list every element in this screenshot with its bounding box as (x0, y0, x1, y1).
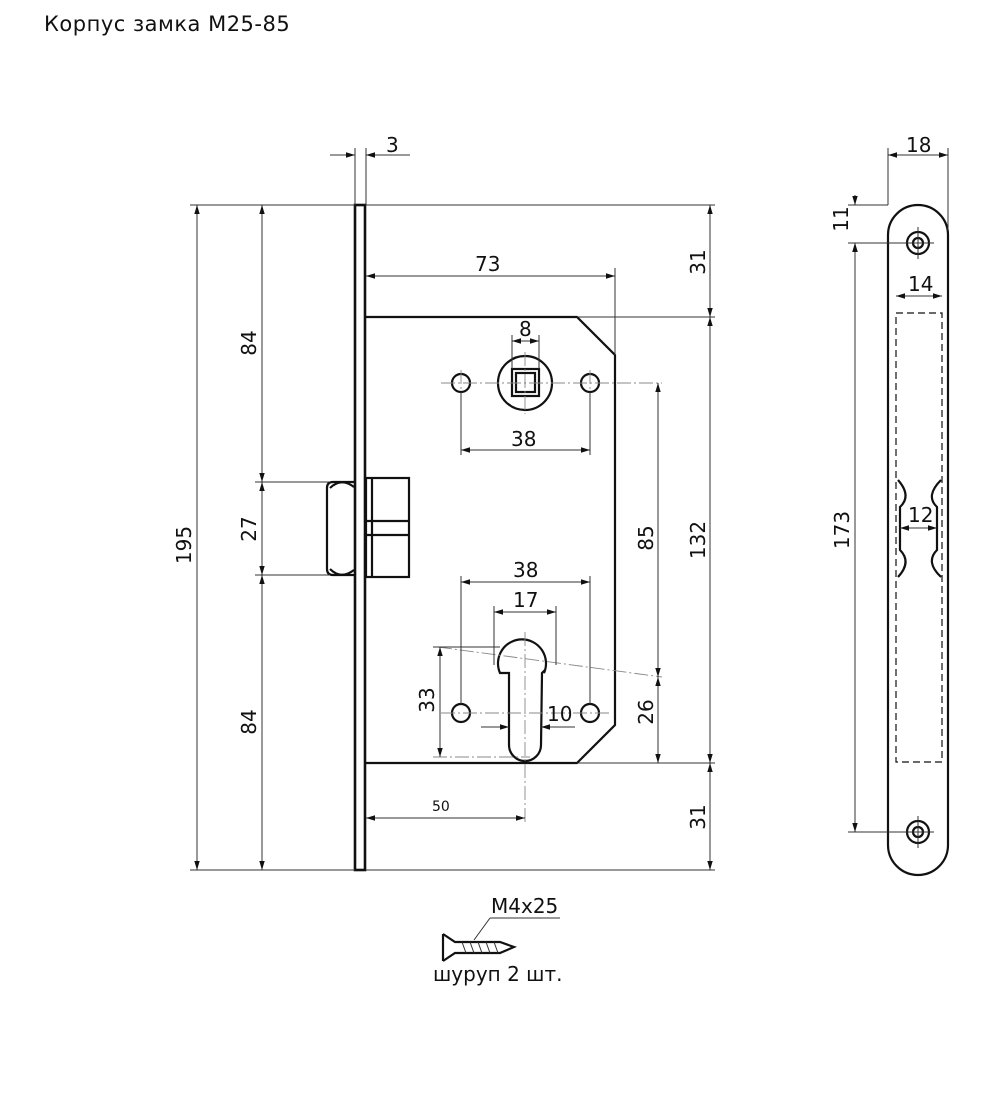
dim-top-offset: 31 (686, 249, 710, 274)
dim-faceplate-holes: 173 (830, 511, 854, 549)
screw-note: шуруп 2 шт. (433, 962, 563, 986)
dim-body-height: 132 (686, 521, 710, 559)
dim-cylinder-holes: 38 (513, 558, 538, 582)
screw-size: М4х25 (491, 894, 558, 918)
dim-plate-thickness: 3 (386, 133, 399, 157)
latch-bolt (325, 476, 411, 579)
dim-spindle-square: 8 (519, 317, 532, 341)
dim-cylinder-width: 17 (513, 588, 538, 612)
dim-latch: 27 (237, 516, 261, 541)
dim-backset: 50 (432, 799, 450, 815)
dim-upper: 84 (237, 330, 261, 355)
cylinder-cutout (433, 632, 663, 825)
dim-faceplate-width: 18 (906, 133, 931, 157)
drawing-title: Корпус замка М25-85 (44, 12, 291, 36)
dim-center-distance: 85 (634, 525, 658, 550)
front-view: 3 73 8 38 38 17 33 10 50 (172, 133, 715, 872)
dim-latch-width: 12 (908, 503, 933, 527)
dim-lower: 84 (237, 709, 261, 734)
spindle-hub (441, 352, 662, 414)
dim-spindle-holes: 38 (511, 427, 536, 451)
dim-bottom-offset: 31 (686, 804, 710, 829)
screw-symbol (441, 917, 560, 962)
faceplate-inner (895, 312, 943, 763)
dim-total-height: 195 (172, 526, 196, 564)
dim-backset-width: 73 (475, 252, 500, 276)
dim-cylinder-small: 10 (547, 702, 572, 726)
faceplate-front (353, 203, 367, 872)
lock-body (366, 315, 617, 765)
dim-cylinder-to-bottom: 26 (634, 699, 658, 724)
dim-inner-width: 14 (908, 272, 933, 296)
faceplate-outline (886, 203, 950, 877)
dim-hole-offset: 11 (829, 206, 853, 231)
faceplate-side-view: 18 11 14 12 173 (829, 133, 950, 877)
dim-cylinder-height: 33 (415, 687, 439, 712)
